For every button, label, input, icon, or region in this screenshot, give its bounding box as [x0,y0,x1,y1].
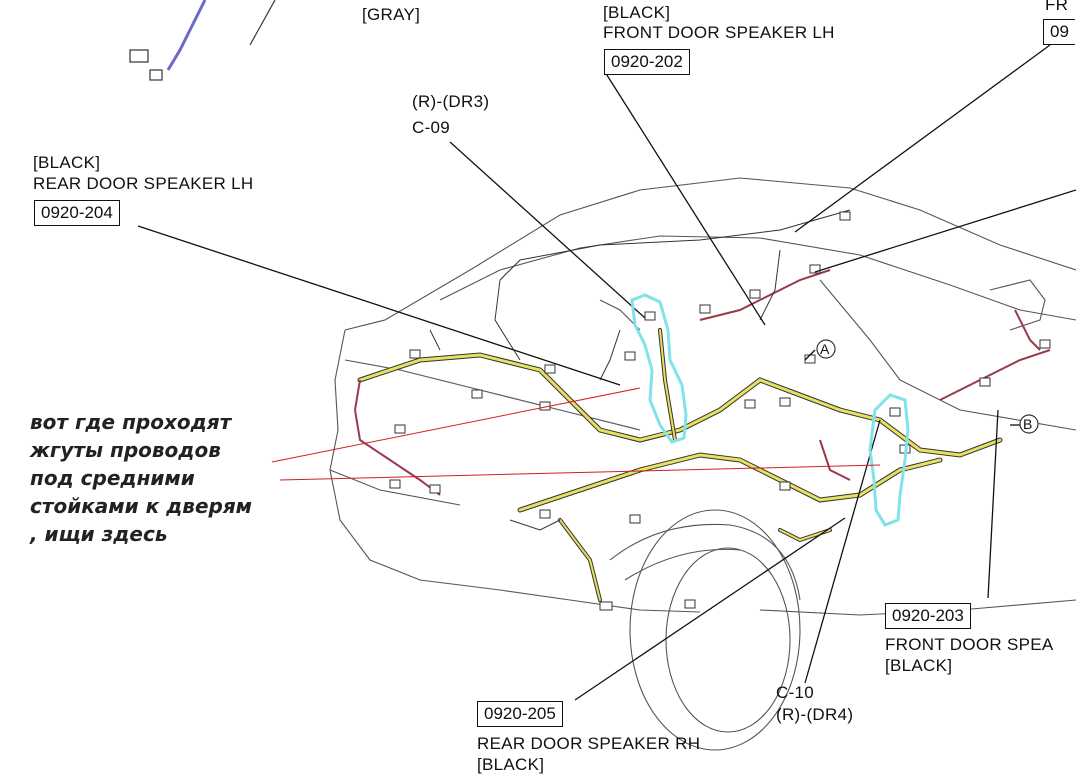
annotation-line: жгуты проводов [30,438,221,462]
marker-b: B [1023,416,1033,432]
rear-lh-code-box: 0920-204 [34,200,120,226]
c10-position-label: (R)-(DR4) [776,705,854,724]
leader-lines [137,44,1076,701]
wiring-harness-red [354,269,1051,496]
wiring-harness-yellow [357,328,1003,602]
c09-name-label: C-09 [412,118,451,137]
highlight-marks [630,293,910,527]
marker-a: A [820,341,830,357]
annotation-note: вот где проходят жгуты проводов под сред… [30,408,252,548]
rear-rh-color-label: [BLACK] [477,755,545,774]
rear-wheel [609,509,801,751]
rear-lh-name-label: REAR DOOR SPEAKER LH [33,174,254,193]
annotation-line: вот где проходят [30,410,232,434]
front-lh-name-label: FRONT DOOR SPEAKER LH [603,23,835,42]
thin-wires [429,209,851,531]
front-rh-color-label: [BLACK] [885,656,953,675]
front-lh-color-label: [BLACK] [603,3,671,22]
red-arrows [271,387,881,481]
gray-connector-label: [GRAY] [362,5,421,24]
rear-lh-color-label: [BLACK] [33,153,101,172]
front-lh-code-box: 0920-202 [604,49,690,75]
top-right-partial-box: 09 [1043,19,1075,45]
front-rh-code-box: 0920-203 [885,603,971,629]
c10-name-label: C-10 [776,683,815,702]
rear-rh-code-box: 0920-205 [477,701,563,727]
c09-position-label: (R)-(DR3) [412,92,490,111]
annotation-line: , ищи здесь [30,522,168,546]
annotation-line: стойками к дверям [30,494,253,518]
annotation-line: под средними [30,466,195,490]
top-right-partial-label: FR [1045,0,1069,14]
front-rh-name-label: FRONT DOOR SPEA [885,635,1054,654]
connectors [389,211,1051,611]
circle-markers [816,339,1039,434]
top-left-connector [129,0,276,81]
rear-rh-name-label: REAR DOOR SPEAKER RH [477,734,701,753]
car-body-outline [329,177,1076,616]
